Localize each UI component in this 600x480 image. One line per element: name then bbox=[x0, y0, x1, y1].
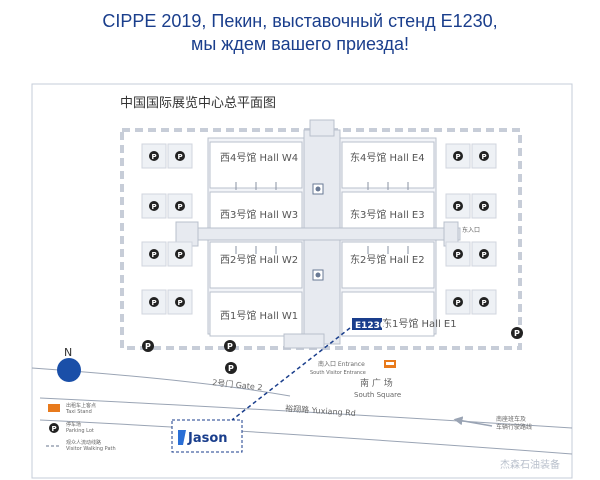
hall-w4 bbox=[209, 141, 303, 189]
info-icon bbox=[312, 269, 324, 281]
hall-w1 bbox=[209, 291, 303, 337]
jason-logo-icon bbox=[178, 430, 186, 445]
south-entrance-cn: 南入口 Entrance bbox=[318, 360, 365, 368]
parking-lot: P bbox=[167, 289, 193, 315]
hall-w1-label: 西1号馆 Hall W1 bbox=[220, 309, 298, 322]
south-entrance-en: South Visitor Entrance bbox=[310, 370, 366, 376]
svg-text:Visitor Walking Path: Visitor Walking Path bbox=[66, 446, 116, 452]
hall-w2 bbox=[209, 241, 303, 289]
hall-e4 bbox=[341, 141, 435, 189]
north-entrance bbox=[309, 119, 335, 137]
parking-lot: P bbox=[445, 143, 471, 169]
jason-logo-box[interactable]: Jason bbox=[171, 419, 243, 453]
parking-symbol: P bbox=[178, 251, 183, 259]
svg-text:P: P bbox=[228, 364, 234, 373]
parking-left: P P P P P P P P bbox=[141, 143, 193, 315]
parking-lot: P bbox=[445, 241, 471, 267]
page-title-line-1: CIPPE 2019, Пекин, выставочный стенд E12… bbox=[102, 11, 498, 31]
hall-e4-label: 东4号馆 Hall E4 bbox=[350, 151, 425, 164]
parking-right: P P P P P P P P bbox=[445, 143, 497, 315]
parking-lot: P bbox=[167, 193, 193, 219]
parking-symbol: P bbox=[152, 299, 157, 307]
parking-lot: P bbox=[141, 289, 167, 315]
taxi-stand-icon bbox=[384, 360, 396, 368]
shuttle-label-line1: 南座班车及 bbox=[496, 415, 526, 423]
parking-symbol: P bbox=[178, 203, 183, 211]
parking-icon: P bbox=[224, 340, 236, 352]
east-entrance-label: 东入口 bbox=[462, 226, 480, 234]
shuttle-label-line2: 车辆行驶路线 bbox=[496, 423, 532, 431]
svg-text:Taxi Stand: Taxi Stand bbox=[65, 409, 92, 415]
parking-lot: P bbox=[471, 241, 497, 267]
parking-symbol: P bbox=[178, 153, 183, 161]
parking-symbol: P bbox=[456, 251, 461, 259]
parking-lot: P bbox=[141, 241, 167, 267]
hall-e3-label: 东3号馆 Hall E3 bbox=[350, 208, 425, 221]
parking-lot: P bbox=[445, 193, 471, 219]
parking-lot: P bbox=[471, 193, 497, 219]
parking-lot: P bbox=[471, 143, 497, 169]
svg-text:P: P bbox=[52, 425, 57, 433]
south-entrance-building bbox=[283, 333, 325, 349]
svg-text:N: N bbox=[64, 346, 72, 359]
legend-path: 观众人流动线路 bbox=[66, 439, 101, 446]
svg-text:P: P bbox=[227, 342, 233, 351]
parking-symbol: P bbox=[482, 299, 487, 307]
jason-logo-text: Jason bbox=[187, 431, 228, 446]
parking-symbol: P bbox=[482, 153, 487, 161]
hall-w4-label: 西4号馆 Hall W4 bbox=[220, 151, 298, 164]
parking-symbol: P bbox=[456, 299, 461, 307]
parking-symbol: P bbox=[456, 203, 461, 211]
svg-text:P: P bbox=[145, 342, 151, 351]
legend-parking: 停车场 bbox=[66, 421, 81, 428]
shuttle-route-arrow bbox=[453, 416, 493, 427]
parking-lot: P bbox=[445, 289, 471, 315]
north-compass: N bbox=[57, 346, 81, 382]
booth-label: E1230 bbox=[355, 321, 386, 331]
legend: 出租车上客点 Taxi Stand P 停车场 Parking Lot 观众人流… bbox=[46, 402, 116, 452]
parking-icon: P bbox=[511, 327, 523, 339]
hall-e2-label: 东2号馆 Hall E2 bbox=[350, 253, 425, 266]
booth-marker-e1230[interactable]: E1230 bbox=[352, 318, 386, 331]
hall-w2-label: 西2号馆 Hall W2 bbox=[220, 253, 298, 266]
parking-lot: P bbox=[471, 289, 497, 315]
hall-e1-label: 东1号馆 Hall E1 bbox=[382, 317, 457, 330]
parking-symbol: P bbox=[456, 153, 461, 161]
parking-icon: P bbox=[142, 340, 154, 352]
svg-text:Parking Lot: Parking Lot bbox=[66, 428, 94, 434]
cross-corridor bbox=[177, 227, 461, 241]
parking-symbol: P bbox=[152, 251, 157, 259]
parking-lot: P bbox=[141, 193, 167, 219]
road-yuxiang-lower bbox=[39, 419, 573, 455]
parking-symbol: P bbox=[482, 203, 487, 211]
watermark: 杰森石油装备 bbox=[500, 458, 560, 471]
south-square-en: South Square bbox=[354, 391, 401, 399]
parking-symbol: P bbox=[152, 153, 157, 161]
hall-w3-label: 西3号馆 Hall W3 bbox=[220, 208, 298, 221]
parking-icon: P bbox=[225, 362, 237, 374]
info-icon bbox=[312, 183, 324, 195]
parking-lot: P bbox=[167, 143, 193, 169]
parking-symbol: P bbox=[178, 299, 183, 307]
parking-lot: P bbox=[141, 143, 167, 169]
parking-symbol: P bbox=[482, 251, 487, 259]
parking-lot: P bbox=[167, 241, 193, 267]
yuxiang-road-label: 裕翔路 Yuxiang Rd bbox=[285, 403, 356, 418]
south-square-cn: 南 广 场 bbox=[360, 377, 393, 389]
legend-taxi: 出租车上客点 bbox=[66, 402, 96, 409]
page-title-line-2: мы ждем вашего приезда! bbox=[190, 34, 410, 54]
svg-text:P: P bbox=[514, 329, 520, 338]
plan-title: 中国国际展览中心总平面图 bbox=[120, 95, 276, 111]
parking-symbol: P bbox=[152, 203, 157, 211]
booth-pointer-line bbox=[231, 327, 351, 421]
road-yuxiang-upper bbox=[39, 397, 573, 429]
